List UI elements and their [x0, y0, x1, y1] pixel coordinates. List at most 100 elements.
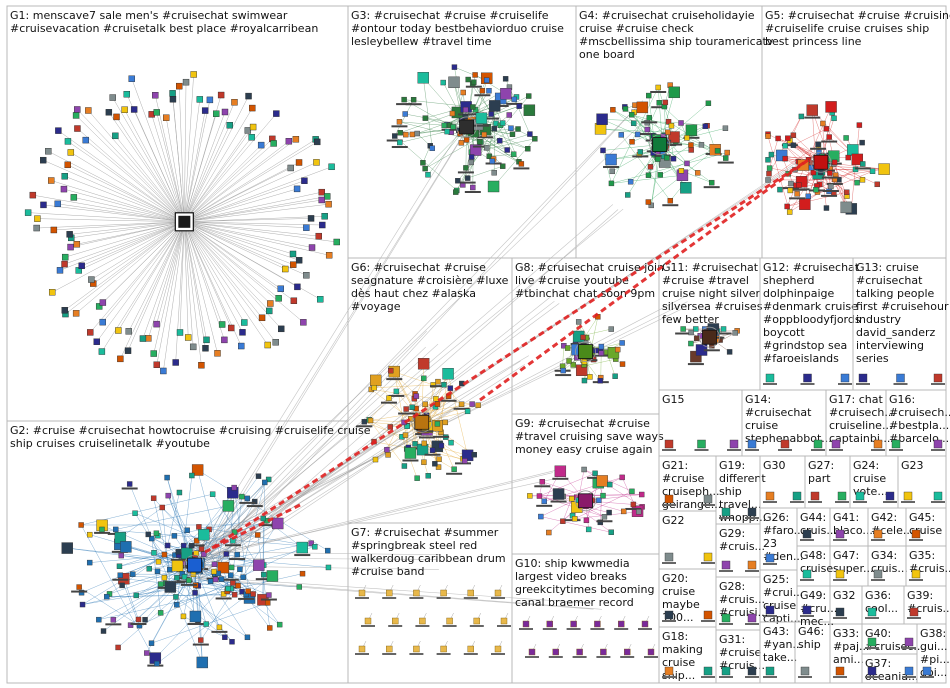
user-node[interactable]	[62, 261, 68, 267]
user-node[interactable]	[466, 77, 471, 82]
user-node[interactable]	[296, 257, 302, 263]
user-node[interactable]	[599, 351, 604, 356]
user-node[interactable]	[316, 233, 322, 239]
user-node[interactable]	[152, 92, 158, 98]
user-node[interactable]	[725, 150, 730, 155]
user-node[interactable]	[326, 565, 331, 570]
user-node[interactable]	[386, 646, 392, 652]
user-node[interactable]	[801, 667, 809, 675]
user-node[interactable]	[532, 136, 537, 141]
user-node[interactable]	[212, 569, 217, 574]
user-node[interactable]	[791, 143, 796, 148]
user-node[interactable]	[99, 527, 104, 532]
user-node[interactable]	[133, 511, 138, 516]
user-node[interactable]	[482, 132, 487, 137]
user-node[interactable]	[448, 77, 459, 88]
user-node[interactable]	[183, 79, 189, 85]
user-node[interactable]	[177, 329, 183, 335]
user-node[interactable]	[620, 340, 625, 345]
user-node[interactable]	[419, 618, 425, 624]
user-node[interactable]	[160, 368, 166, 374]
user-node[interactable]	[838, 492, 846, 500]
user-node[interactable]	[324, 193, 330, 199]
user-node[interactable]	[601, 493, 606, 498]
user-node[interactable]	[486, 88, 491, 93]
user-node[interactable]	[824, 126, 829, 131]
user-node[interactable]	[181, 614, 186, 619]
user-node[interactable]	[826, 101, 837, 112]
user-node[interactable]	[803, 530, 811, 538]
user-node[interactable]	[79, 522, 84, 527]
user-node[interactable]	[795, 191, 800, 196]
user-node[interactable]	[860, 161, 865, 166]
user-node[interactable]	[524, 105, 535, 116]
user-node[interactable]	[149, 641, 154, 646]
user-node[interactable]	[210, 492, 215, 497]
user-node[interactable]	[265, 600, 270, 605]
user-node[interactable]	[151, 550, 156, 555]
user-node[interactable]	[271, 140, 277, 146]
hub-node[interactable]	[460, 120, 474, 134]
user-node[interactable]	[136, 617, 141, 622]
user-node[interactable]	[365, 618, 371, 624]
user-node[interactable]	[214, 350, 220, 356]
user-node[interactable]	[197, 657, 208, 668]
user-node[interactable]	[859, 374, 867, 382]
user-node[interactable]	[176, 549, 181, 554]
user-node[interactable]	[788, 181, 793, 186]
user-node[interactable]	[319, 189, 325, 195]
user-node[interactable]	[860, 140, 865, 145]
user-node[interactable]	[65, 138, 71, 144]
user-node[interactable]	[679, 168, 684, 173]
user-node[interactable]	[722, 667, 730, 675]
user-node[interactable]	[519, 161, 524, 166]
user-node[interactable]	[844, 135, 849, 140]
user-node[interactable]	[217, 625, 222, 630]
user-node[interactable]	[886, 492, 894, 500]
user-node[interactable]	[146, 532, 151, 537]
user-node[interactable]	[441, 590, 447, 596]
user-node[interactable]	[230, 639, 235, 644]
user-node[interactable]	[474, 618, 480, 624]
user-node[interactable]	[403, 132, 408, 137]
user-node[interactable]	[526, 94, 531, 99]
user-node[interactable]	[665, 667, 673, 675]
user-node[interactable]	[258, 142, 264, 148]
user-node[interactable]	[386, 452, 391, 457]
user-node[interactable]	[413, 441, 418, 446]
user-node[interactable]	[777, 187, 782, 192]
user-node[interactable]	[224, 552, 229, 557]
user-node[interactable]	[443, 368, 454, 379]
user-node[interactable]	[384, 447, 389, 452]
user-node[interactable]	[669, 123, 674, 128]
user-node[interactable]	[665, 611, 673, 619]
user-node[interactable]	[465, 409, 470, 414]
user-node[interactable]	[294, 284, 300, 290]
user-node[interactable]	[538, 514, 543, 519]
user-node[interactable]	[326, 201, 332, 207]
user-node[interactable]	[455, 178, 460, 183]
user-node[interactable]	[373, 457, 378, 462]
user-node[interactable]	[571, 621, 577, 627]
user-node[interactable]	[443, 420, 448, 425]
user-node[interactable]	[191, 71, 197, 77]
user-node[interactable]	[694, 336, 699, 341]
user-node[interactable]	[912, 530, 920, 538]
user-node[interactable]	[452, 467, 457, 472]
user-node[interactable]	[162, 575, 167, 580]
user-node[interactable]	[144, 651, 149, 656]
user-node[interactable]	[276, 295, 282, 301]
user-node[interactable]	[796, 183, 801, 188]
user-node[interactable]	[386, 396, 391, 401]
user-node[interactable]	[80, 602, 85, 607]
user-node[interactable]	[325, 548, 330, 553]
hub-node[interactable]	[415, 415, 429, 429]
user-node[interactable]	[607, 510, 612, 515]
user-node[interactable]	[766, 177, 771, 182]
user-node[interactable]	[212, 562, 217, 567]
user-node[interactable]	[628, 179, 633, 184]
user-node[interactable]	[57, 267, 63, 273]
user-node[interactable]	[398, 130, 403, 135]
user-node[interactable]	[294, 186, 300, 192]
hub-node[interactable]	[814, 155, 828, 169]
